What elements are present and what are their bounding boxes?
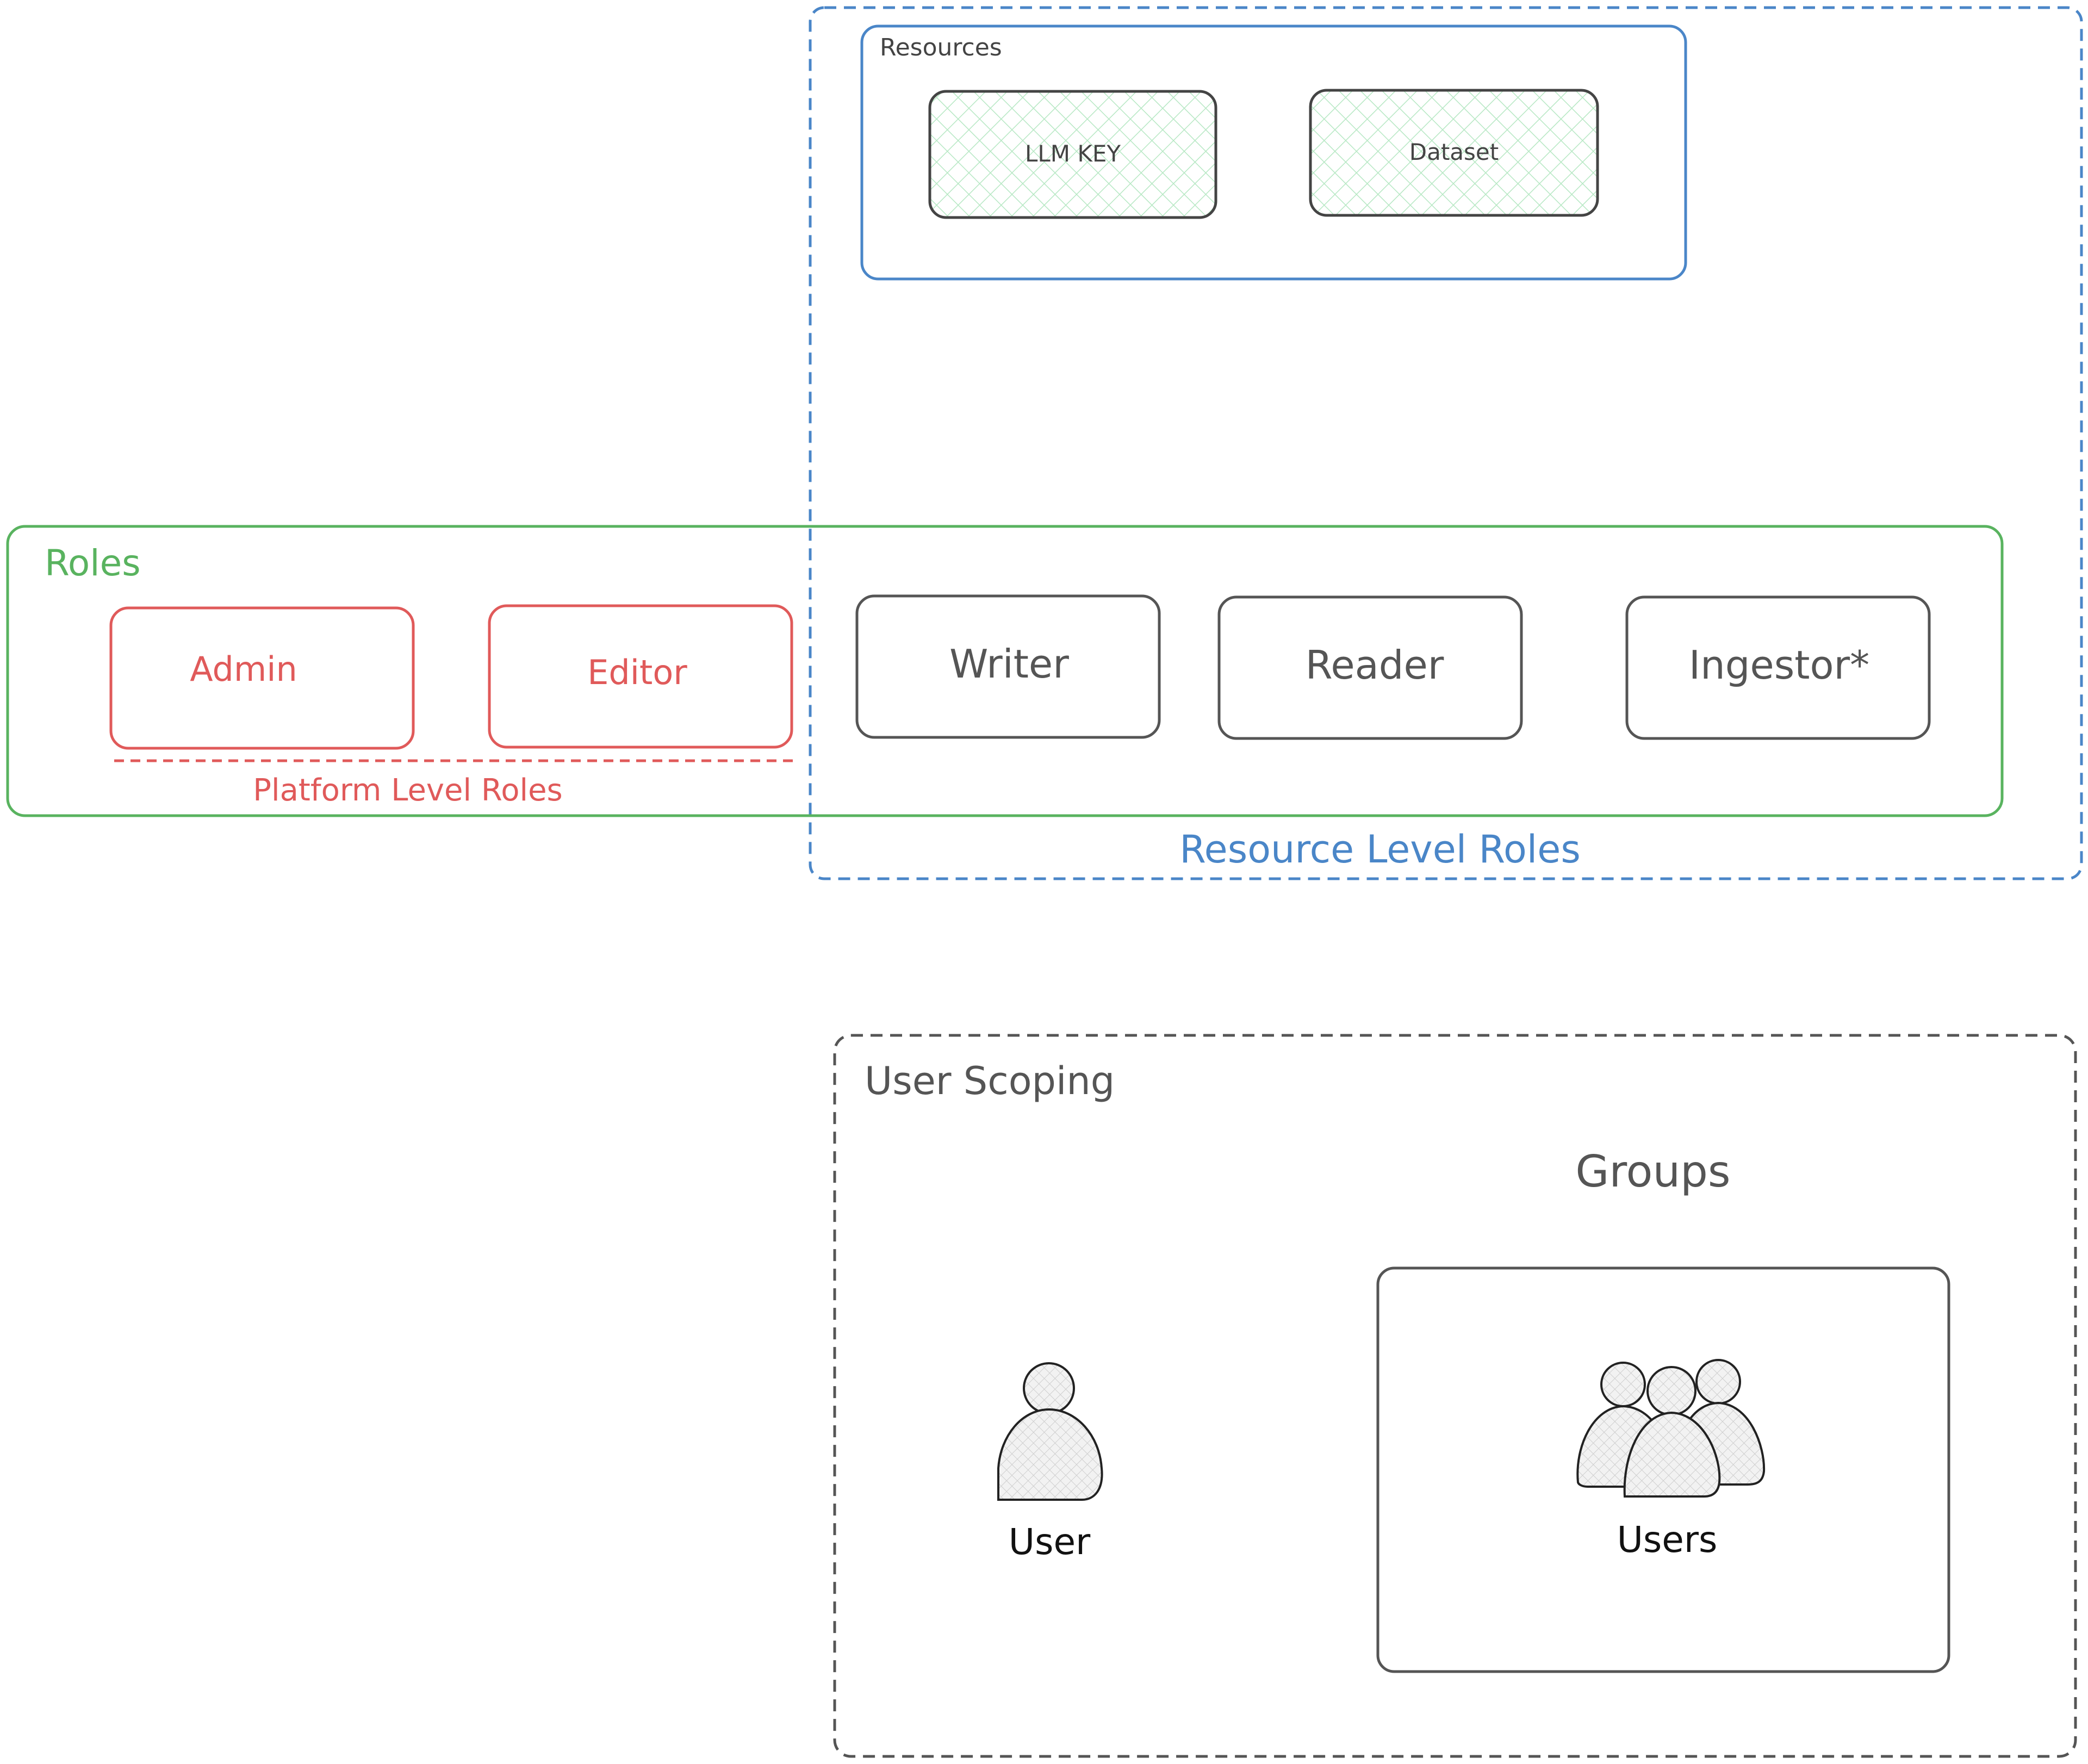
admin-role[interactable]: Admin xyxy=(109,606,415,750)
resources-label: Resources xyxy=(880,34,1002,61)
ingestor-role[interactable]: Ingestor* xyxy=(1625,595,1931,740)
resources-container: Resources LLM KEY Dataset xyxy=(860,24,1687,281)
resource-llm-key-label: LLM KEY xyxy=(1025,140,1121,167)
groups-box xyxy=(1376,1266,1950,1673)
user-scoping-label: User Scoping xyxy=(865,1059,1115,1103)
admin-role-label: Admin xyxy=(190,649,297,689)
resource-level-roles-label: Resource Level Roles xyxy=(1179,827,1581,872)
resource-llm-key[interactable]: LLM KEY xyxy=(928,90,1217,219)
roles-container: Roles xyxy=(6,525,2004,817)
writer-role-label: Writer xyxy=(949,641,1069,687)
resource-level-roles-container xyxy=(809,6,2083,880)
reader-role-label: Reader xyxy=(1306,642,1444,688)
reader-role[interactable]: Reader xyxy=(1217,595,1523,740)
platform-level-roles-label: Platform Level Roles xyxy=(253,773,562,808)
user-scoping-container: User Scoping xyxy=(833,1034,2077,1758)
users-label: Users xyxy=(1617,1519,1718,1561)
people-group-icon xyxy=(1576,1359,1766,1498)
resource-dataset[interactable]: Dataset xyxy=(1309,89,1599,217)
editor-role[interactable]: Editor xyxy=(488,604,793,749)
roles-label: Roles xyxy=(45,542,141,584)
editor-role-label: Editor xyxy=(587,653,687,692)
groups-label: Groups xyxy=(1575,1146,1730,1197)
ingestor-role-label: Ingestor* xyxy=(1689,642,1869,688)
person-icon xyxy=(997,1362,1103,1501)
user-label: User xyxy=(1009,1521,1091,1563)
writer-role[interactable]: Writer xyxy=(855,594,1161,739)
resource-dataset-label: Dataset xyxy=(1409,139,1499,165)
